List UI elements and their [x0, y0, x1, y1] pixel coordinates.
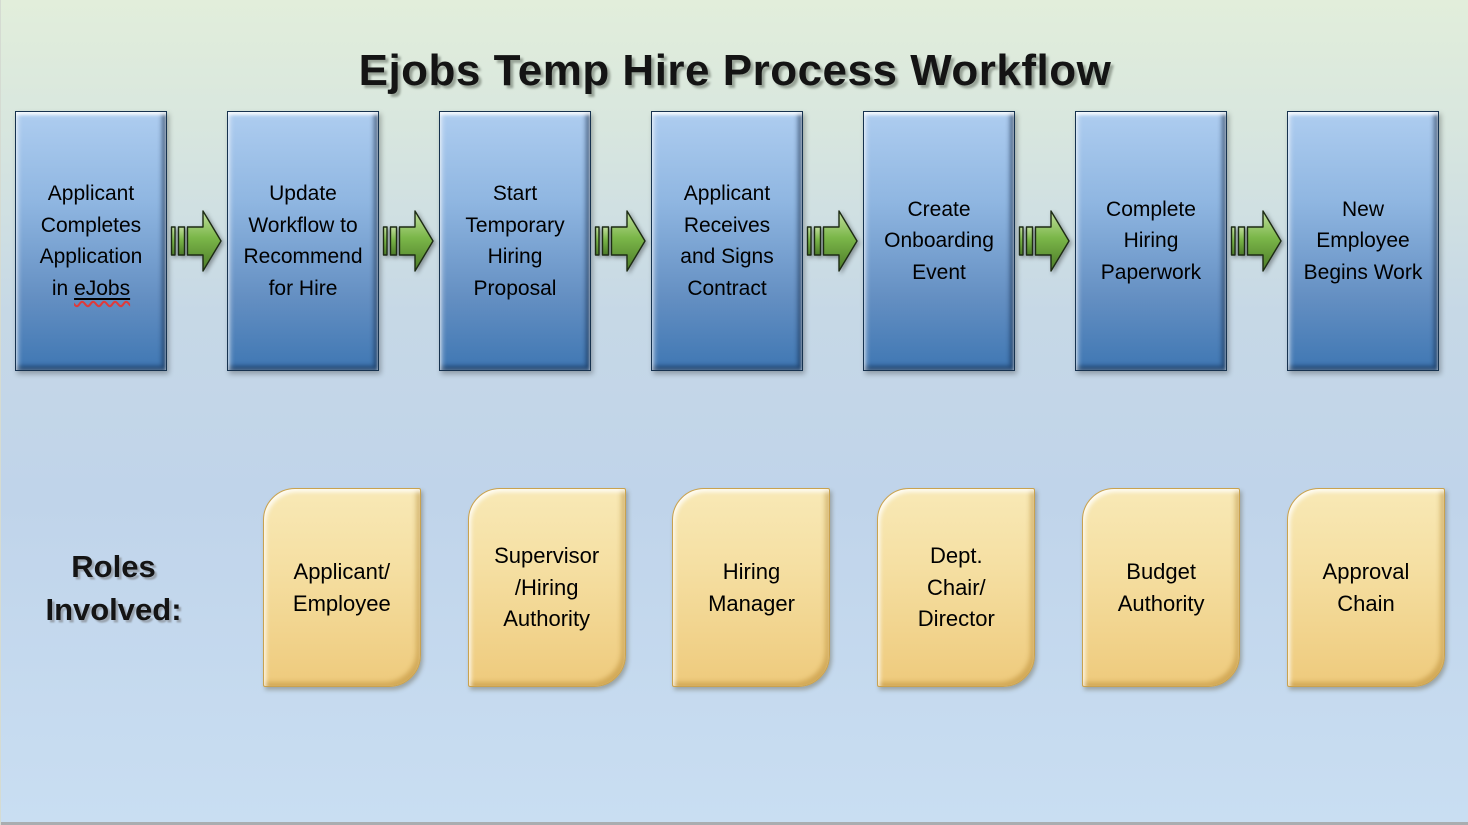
- role-label: Applicant/ Employee: [292, 558, 391, 616]
- step-label: Create Onboarding Event: [884, 197, 994, 284]
- step-applicant-completes-application: Applicant Completes Application in eJobs: [15, 111, 167, 371]
- flow-arrow-icon: [594, 208, 648, 274]
- step-label: New Employee Begins Work: [1303, 197, 1423, 284]
- roles-row: Roles Involved: Applicant/ Employee Supe…: [11, 488, 1445, 688]
- step-label: Applicant Receives and Signs Contract: [680, 182, 774, 300]
- step-label: Update Workflow to Recommend for Hire: [243, 182, 363, 300]
- roles-heading: Roles Involved:: [45, 548, 182, 627]
- role-dept-chair-director: Dept. Chair/ Director: [877, 488, 1036, 687]
- flow-arrow-icon: [1230, 208, 1284, 274]
- role-supervisor-hiring-authority: Supervisor /Hiring Authority: [467, 488, 626, 687]
- flow-arrow-icon: [806, 208, 860, 274]
- role-applicant-employee: Applicant/ Employee: [262, 488, 421, 687]
- step-label: Complete Hiring Paperwork: [1100, 197, 1202, 284]
- step-create-onboarding-event: Create Onboarding Event: [863, 111, 1015, 371]
- workflow-steps-row: Applicant Completes Application in eJobs: [15, 111, 1439, 371]
- step-label: Start Temporary Hiring Proposal: [465, 182, 565, 300]
- step-start-temporary-hiring-proposal: Start Temporary Hiring Proposal: [439, 111, 591, 371]
- flow-arrow-icon: [382, 208, 436, 274]
- role-hiring-manager: Hiring Manager: [672, 488, 831, 687]
- role-label: Dept. Chair/ Director: [917, 542, 995, 632]
- role-label: Supervisor /Hiring Authority: [494, 542, 600, 632]
- step-applicant-receives-signs-contract: Applicant Receives and Signs Contract: [651, 111, 803, 371]
- slide-title: Ejobs Temp Hire Process Workflow: [358, 46, 1112, 95]
- role-budget-authority: Budget Authority: [1082, 488, 1241, 687]
- role-label: Approval Chain: [1322, 558, 1410, 616]
- role-label: Hiring Manager: [708, 558, 795, 616]
- step-update-workflow-recommend-hire: Update Workflow to Recommend for Hire: [227, 111, 379, 371]
- flow-arrow-icon: [170, 208, 224, 274]
- step-label-text: Applicant Completes Application in: [39, 182, 143, 300]
- role-label: Budget Authority: [1117, 558, 1205, 616]
- flow-arrow-icon: [1018, 208, 1072, 274]
- step-complete-hiring-paperwork: Complete Hiring Paperwork: [1075, 111, 1227, 371]
- ejobs-underlined-text: eJobs: [74, 276, 131, 300]
- step-label: Applicant Completes Application in eJobs: [40, 178, 143, 304]
- step-new-employee-begins-work: New Employee Begins Work: [1287, 111, 1439, 371]
- role-approval-chain: Approval Chain: [1286, 488, 1445, 687]
